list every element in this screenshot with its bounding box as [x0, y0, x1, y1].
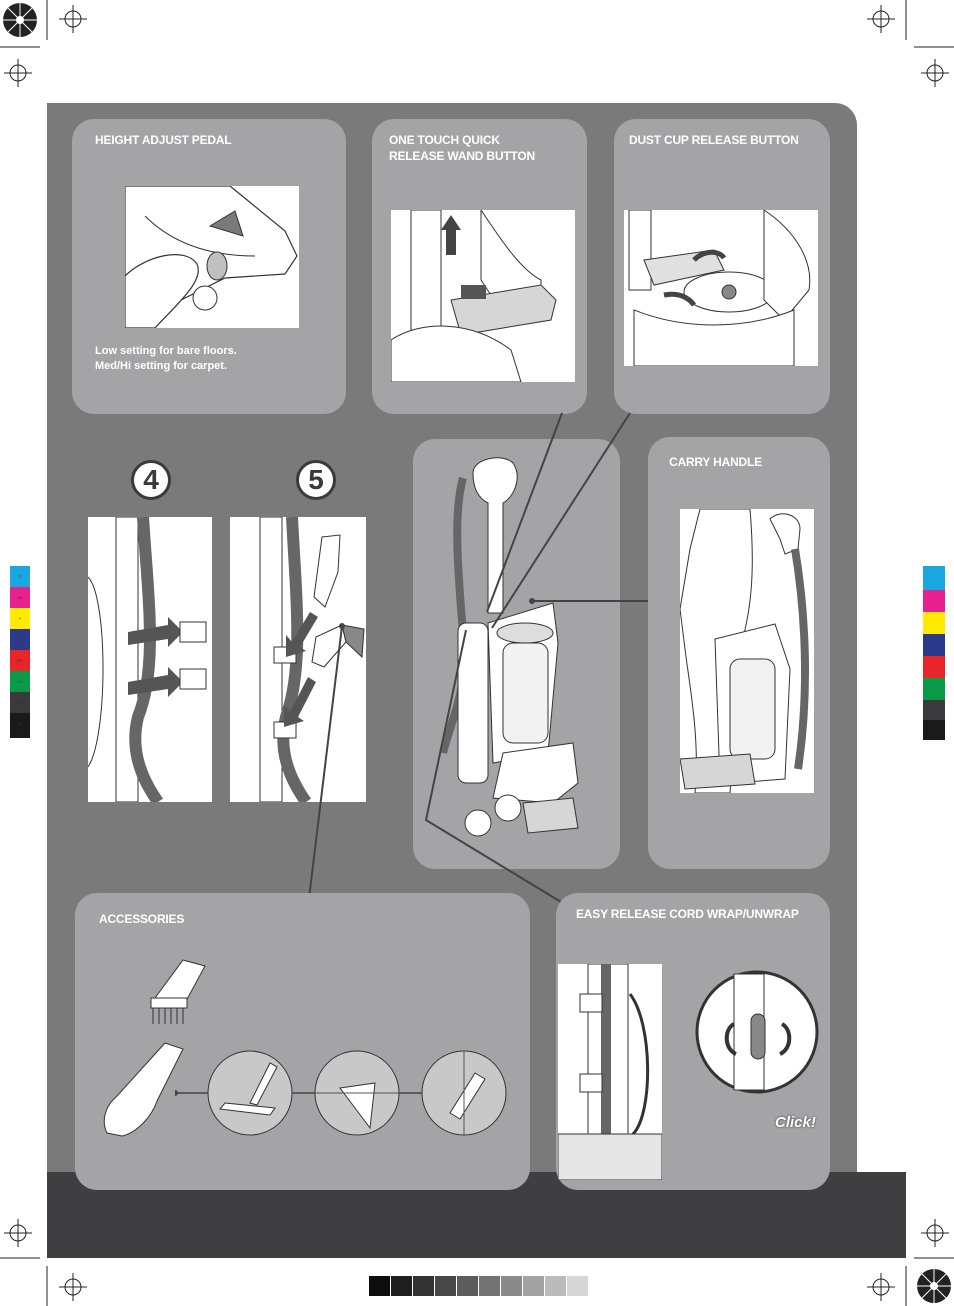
gray-step	[369, 1276, 390, 1296]
step-5-store-tools-illustration	[230, 517, 366, 802]
gray-step	[457, 1276, 478, 1296]
dust-cup-release-illustration	[624, 210, 818, 366]
swatch-cmy: CMY	[10, 692, 30, 713]
gray-step	[567, 1276, 588, 1296]
crosshair-icon	[867, 5, 895, 33]
swatch-y-right	[923, 612, 945, 634]
cord-wrap-panel: EASY RELEASE CORD WRAP/UNWRAP Click!	[556, 893, 830, 1190]
registration-mark-icon	[917, 1269, 951, 1303]
carry-handle-title: CARRY HANDLE	[669, 455, 762, 469]
swatch-m: M	[10, 587, 30, 608]
accessory-usage-illustrations	[175, 1050, 507, 1136]
gray-step	[479, 1276, 500, 1296]
gray-step	[545, 1276, 566, 1296]
click-label: Click!	[775, 1114, 816, 1131]
cord-wrap-illustration	[558, 964, 662, 1180]
quick-release-panel: ONE TOUCH QUICK RELEASE WAND BUTTON	[372, 119, 587, 414]
gray-step	[435, 1276, 456, 1296]
crosshair-icon	[921, 59, 949, 87]
swatch-c-right	[923, 566, 945, 590]
crosshair-icon	[867, 1273, 895, 1301]
swatch-my: MY	[10, 650, 30, 671]
swatch-cmy-right	[923, 700, 945, 720]
swatch-cm: CM	[10, 629, 30, 650]
crosshair-icon	[59, 1273, 87, 1301]
color-bar-left: C M Y CM MY CY CMY K	[10, 566, 30, 738]
height-adjust-panel: HEIGHT ADJUST PEDAL Low setting for bare…	[72, 119, 346, 414]
gray-step	[413, 1276, 434, 1296]
gray-step	[523, 1276, 544, 1296]
step-4-badge: 4	[131, 460, 171, 500]
quick-release-title-line-2: RELEASE WAND BUTTON	[389, 149, 535, 163]
dust-cup-panel: DUST CUP RELEASE BUTTON	[614, 119, 830, 414]
step-5-badge: 5	[296, 460, 336, 500]
quick-release-wand-illustration	[391, 210, 575, 382]
dust-cup-title: DUST CUP RELEASE BUTTON	[629, 133, 799, 147]
swatch-cy: CY	[10, 671, 30, 692]
swatch-m-right	[923, 590, 945, 612]
crevice-tool-icon	[103, 1042, 184, 1137]
height-adjust-caption-1: Low setting for bare floors.	[95, 345, 237, 357]
crosshair-icon	[921, 1219, 949, 1247]
height-adjust-title: HEIGHT ADJUST PEDAL	[95, 133, 232, 147]
cord-wrap-title: EASY RELEASE CORD WRAP/UNWRAP	[576, 907, 799, 921]
swatch-k-right	[923, 720, 945, 740]
accessories-title: ACCESSORIES	[99, 912, 185, 926]
upright-vacuum-panel	[413, 439, 620, 869]
cord-hook-detail-illustration	[695, 970, 819, 1094]
swatch-cy-right	[923, 678, 945, 700]
swatch-y: Y	[10, 608, 30, 629]
swatch-cm-right	[923, 634, 945, 656]
crosshair-icon	[4, 59, 32, 87]
color-bar-right	[923, 566, 945, 740]
height-adjust-pedal-illustration	[125, 186, 299, 328]
gray-step	[501, 1276, 522, 1296]
upright-vacuum-illustration	[439, 457, 579, 837]
swatch-c: C	[10, 566, 30, 587]
registration-mark-icon	[3, 3, 37, 37]
swatch-k: K	[10, 713, 30, 738]
quick-release-title-line-1: ONE TOUCH QUICK	[389, 133, 500, 147]
height-adjust-caption-2: Med/Hi setting for carpet.	[95, 360, 228, 372]
carry-handle-panel: CARRY HANDLE	[648, 437, 830, 869]
swatch-my-right	[923, 656, 945, 678]
carry-handle-illustration	[680, 509, 814, 793]
step-4-attach-clips-illustration	[88, 517, 212, 802]
crosshair-icon	[59, 5, 87, 33]
dusting-brush-icon	[150, 959, 206, 1024]
accessories-panel: ACCESSORIES	[75, 893, 530, 1190]
crosshair-icon	[4, 1219, 32, 1247]
gray-step	[391, 1276, 412, 1296]
